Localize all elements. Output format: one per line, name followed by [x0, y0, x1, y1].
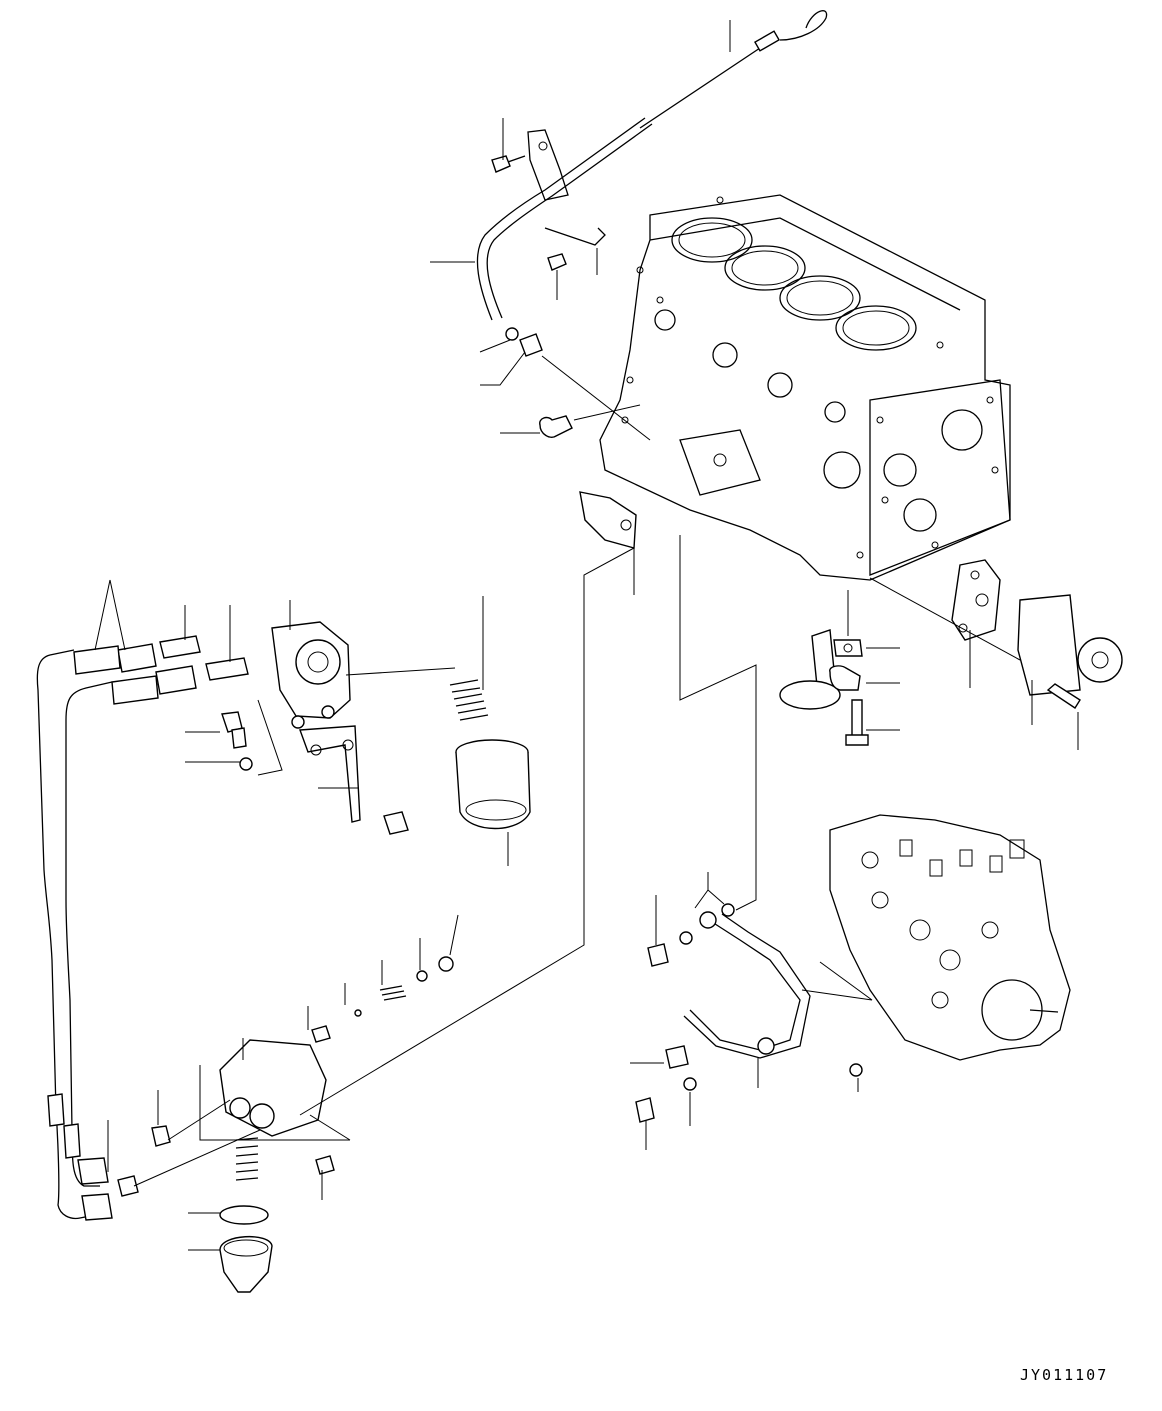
oil-pump-assembly [951, 559, 1123, 709]
dipstick-rod [639, 39, 773, 129]
clamp-hole [538, 141, 548, 151]
drawing-code-label: JY011107 [1020, 1366, 1108, 1384]
pipe-sleeve-2 [111, 675, 159, 705]
pump-drive-flange [981, 979, 1043, 1041]
oil-cap [219, 1235, 273, 1293]
filter-base-port [295, 639, 341, 685]
oil-pipe-assembly [36, 645, 159, 1221]
valve-shim [416, 970, 428, 982]
tube-connector [519, 333, 543, 357]
tube-o-ring [505, 327, 519, 341]
pipe-gasket-3 [683, 1077, 697, 1091]
base-bolt-shank [231, 727, 247, 749]
pipe-eye-joint-2 [757, 1037, 775, 1055]
hose-fittings [117, 635, 249, 695]
housing-plug-2 [117, 1175, 139, 1197]
gear-case-face [869, 379, 1011, 576]
block-bolt-holes [621, 196, 999, 559]
filter-base-bracket [299, 725, 361, 823]
strainer-stay [829, 665, 861, 691]
fuel-injection-pump [829, 814, 1071, 1061]
gear-hole-1 [823, 451, 861, 489]
clamp-bolt-shank [507, 155, 526, 163]
cylinder-bore-4 [835, 305, 917, 351]
pipe-gasket-2 [679, 931, 693, 945]
valve-spring [379, 985, 407, 1001]
clamp-bolt-head [491, 155, 511, 173]
oil-strainer-assembly [779, 629, 869, 746]
strainer-bolt-head [845, 734, 869, 746]
pipe-eye-joint-1 [699, 911, 717, 929]
dipstick-cap [754, 30, 780, 52]
valve-seat [311, 1025, 331, 1043]
block-outline [599, 194, 1011, 581]
valve-washer [438, 956, 454, 972]
cylinder-bore-2 [724, 245, 806, 291]
oil-pipe-2 [65, 681, 113, 1187]
gear-hole-4 [941, 409, 983, 451]
pipe-gasket-1 [721, 903, 735, 917]
relief-spring [449, 679, 489, 721]
pump-oil-pipe-assembly [635, 903, 863, 1123]
gear-hole-3 [903, 498, 937, 532]
tube-clamp-bracket [527, 129, 569, 201]
strainer-screen [779, 680, 841, 710]
eye-bolt-2 [665, 1045, 689, 1069]
tube-bracket [544, 227, 606, 246]
housing-o-ring [219, 1205, 269, 1225]
pipe-gasket-4 [849, 1063, 863, 1077]
cylinder-block [599, 194, 1011, 581]
pump-oil-pipe [689, 921, 801, 1051]
filter-mount-pad [679, 429, 761, 496]
bracket-bolt-head [547, 253, 567, 271]
pipe-sleeve-1 [73, 645, 121, 675]
eye-bolt-3 [635, 1097, 655, 1123]
cartridge-oil-filter [455, 739, 531, 830]
guide-tube-outline [486, 123, 653, 319]
cylinder-bore-3 [779, 275, 861, 321]
oil-pump-gear [1077, 637, 1123, 683]
oil-pressure-switch [539, 415, 573, 438]
oil-pump-body [1017, 594, 1081, 696]
connector-lines [133, 355, 1021, 1187]
deck-edge [649, 217, 961, 311]
injection-pump-body [829, 814, 1071, 1061]
strainer-gasket [833, 639, 863, 657]
gear-hole-2 [883, 453, 917, 487]
eye-bolt-1 [647, 943, 669, 967]
valve-ball [354, 1009, 362, 1017]
bracket-bolt [383, 811, 409, 835]
housing-plug-1 [151, 1125, 171, 1147]
pump-bolt [1046, 683, 1081, 709]
oil-pipe-1 [36, 649, 101, 1220]
relief-valve-housing-assembly [117, 956, 454, 1293]
oil-filter-base-assembly [117, 621, 531, 835]
dipstick-handle [779, 10, 828, 41]
base-washer [239, 757, 253, 771]
housing-bolt [315, 1155, 335, 1175]
housing-stud [235, 1137, 259, 1181]
strainer-bolt-shank [851, 699, 863, 741]
dipstick-assembly [476, 10, 828, 438]
cylinder-bore-1 [671, 217, 753, 263]
pump-details [861, 839, 1025, 1009]
leader-lines [94, 20, 1079, 1251]
guide-tube [476, 117, 646, 321]
